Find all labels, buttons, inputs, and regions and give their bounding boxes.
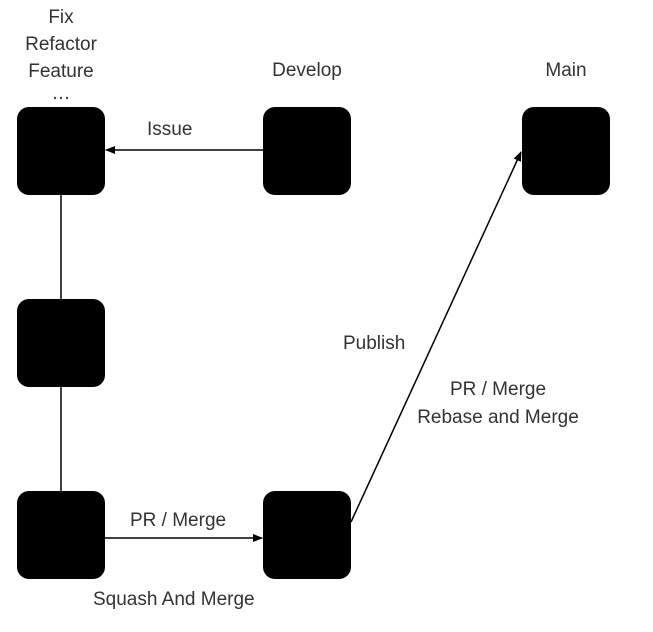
feature-node-top [17, 107, 105, 195]
feature-column-title: Fix Refactor Feature … [0, 4, 122, 103]
feature-title-line-feature: Feature [28, 61, 94, 82]
develop-column-title: Develop [272, 60, 342, 81]
publish-pr-merge-label: PR / Merge Rebase and Merge [398, 376, 598, 432]
rebase-and-merge-line: Rebase and Merge [417, 407, 579, 428]
main-column-title: Main [545, 60, 587, 81]
feature-title-line-refactor: Refactor [25, 34, 97, 55]
publish-arrow [350, 151, 522, 523]
publish-pr-merge-line: PR / Merge [449, 379, 547, 400]
issue-label: Issue [147, 119, 193, 140]
publish-label: Publish [343, 333, 406, 354]
feature-node-bottom [17, 491, 105, 579]
feature-title-line-ellipsis: … [51, 83, 71, 104]
develop-node-bottom [263, 491, 351, 579]
feature-title-line-fix: Fix [48, 7, 74, 28]
feature-node-middle [17, 299, 105, 387]
main-node [522, 107, 610, 195]
pr-merge-label: PR / Merge [130, 510, 227, 531]
develop-node-top [263, 107, 351, 195]
squash-and-merge-label: Squash And Merge [93, 589, 255, 610]
